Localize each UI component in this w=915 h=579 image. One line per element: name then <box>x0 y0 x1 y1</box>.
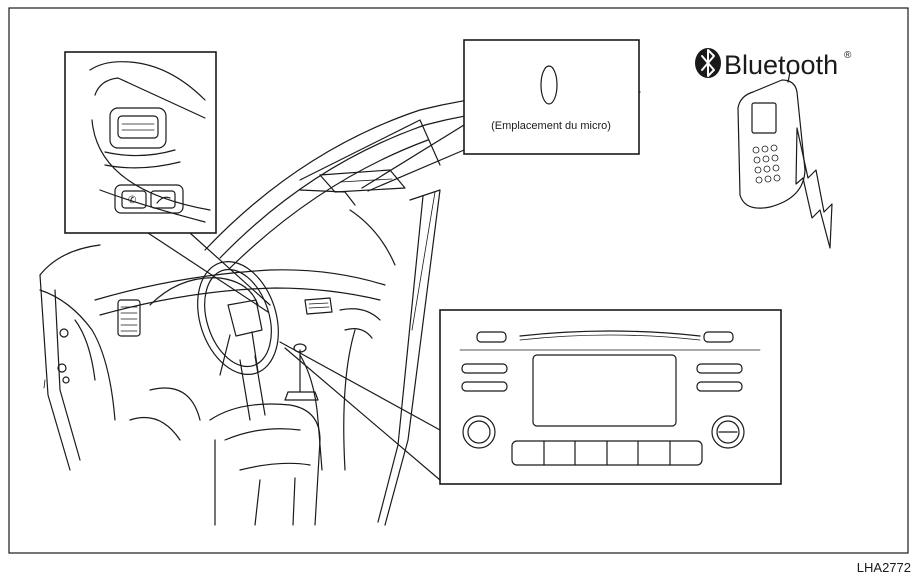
bluetooth-wordmark: Bluetooth <box>724 50 838 80</box>
phone-keypad <box>752 144 781 184</box>
bluetooth-rune-icon <box>695 48 721 78</box>
cellphone-icon <box>737 71 806 209</box>
registered-mark: ® <box>844 50 852 61</box>
car-interior-illustration <box>39 89 641 526</box>
wireless-signal-icon <box>795 127 833 249</box>
bluetooth-logo: Bluetooth ® <box>695 48 852 80</box>
steering-switch-callout: ✆ <box>64 51 271 313</box>
audio-display <box>532 354 677 427</box>
talk-button[interactable]: ✆ <box>121 190 147 209</box>
phone-button[interactable] <box>150 190 176 209</box>
tune-knob[interactable] <box>711 415 745 449</box>
figure-reference-code: LHA2772 <box>857 560 911 575</box>
microphone-location-marker <box>540 65 558 105</box>
microphone-location-label: (Emplacement du micro) <box>491 120 611 132</box>
volume-knob[interactable] <box>462 415 496 449</box>
figure-frame <box>8 7 909 554</box>
microphone-callout: (Emplacement du micro) <box>361 39 640 192</box>
phone-handset-icon <box>156 196 171 204</box>
audio-unit-callout <box>279 309 782 485</box>
voice-talk-icon: ✆ <box>128 195 136 206</box>
